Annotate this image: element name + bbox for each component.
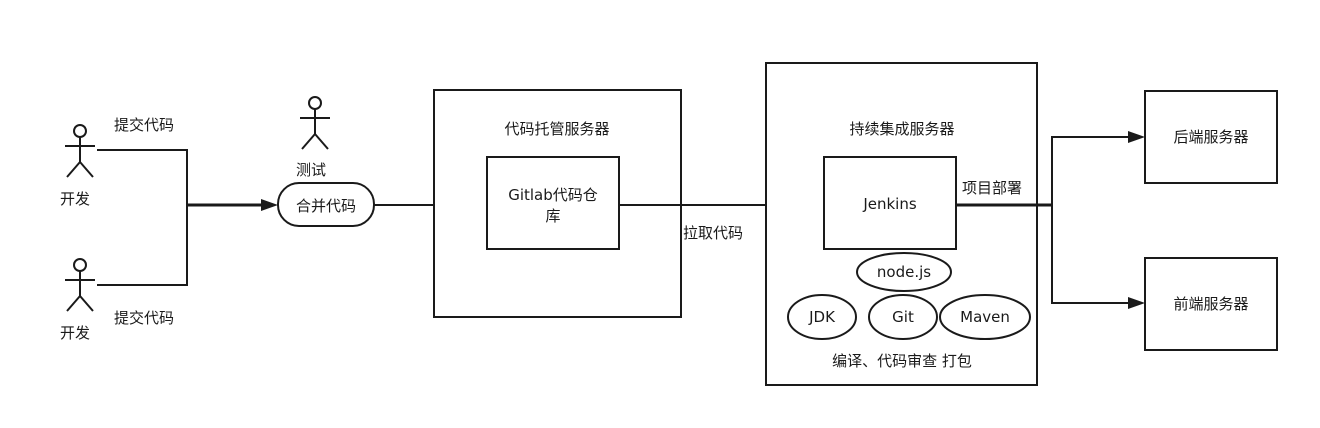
ci-server-title: 持续集成服务器 [849,120,954,138]
commit-to-merge-arrowhead [261,199,278,211]
gitlab-repo-label-line1: Gitlab代码仓 [508,186,598,204]
commit-label-bottom: 提交代码 [114,309,174,327]
code-host-server-title: 代码托管服务器 [504,120,609,138]
git-tool-node [868,294,938,340]
developer-top-actor-icon [65,124,95,178]
developer-bottom-actor-icon [65,258,95,312]
maven-tool-label: Maven [960,308,1010,326]
commit-connector-top [97,149,188,205]
jdk-tool-label: JDK [808,308,836,326]
backend-server-label: 后端服务器 [1173,128,1248,146]
git-tool-label: Git [892,308,914,326]
commit-connector-bottom [97,205,188,286]
frontend-server-node [1144,257,1278,351]
jenkins-node [823,156,957,250]
ci-tasks-label: 编译、代码审查 打包 [832,352,972,370]
commit-label-top: 提交代码 [114,116,174,134]
nodejs-tool-label: node.js [877,263,931,281]
deploy-backend-arrowhead [1128,131,1145,143]
jdk-tool-node [787,294,857,340]
backend-server-node [1144,90,1278,184]
frontend-server-label: 前端服务器 [1173,295,1248,313]
deploy-label: 项目部署 [962,179,1022,197]
maven-tool-node [939,294,1031,340]
deploy-connector-frontend [1051,205,1128,304]
jenkins-label: Jenkins [862,195,917,213]
merge-node-label: 合并代码 [296,197,356,215]
gitlab-repo-node [486,156,620,250]
tester-label: 测试 [296,161,326,179]
developer-top-label: 开发 [60,190,90,208]
pull-code-label: 拉取代码 [683,224,743,242]
deploy-frontend-arrowhead [1128,297,1145,309]
nodejs-tool-node [856,252,952,292]
developer-bottom-label: 开发 [60,324,90,342]
gitlab-repo-label-line2: 库 [545,207,560,225]
tester-actor-icon [300,96,330,150]
deploy-connector-backend [1051,136,1128,205]
